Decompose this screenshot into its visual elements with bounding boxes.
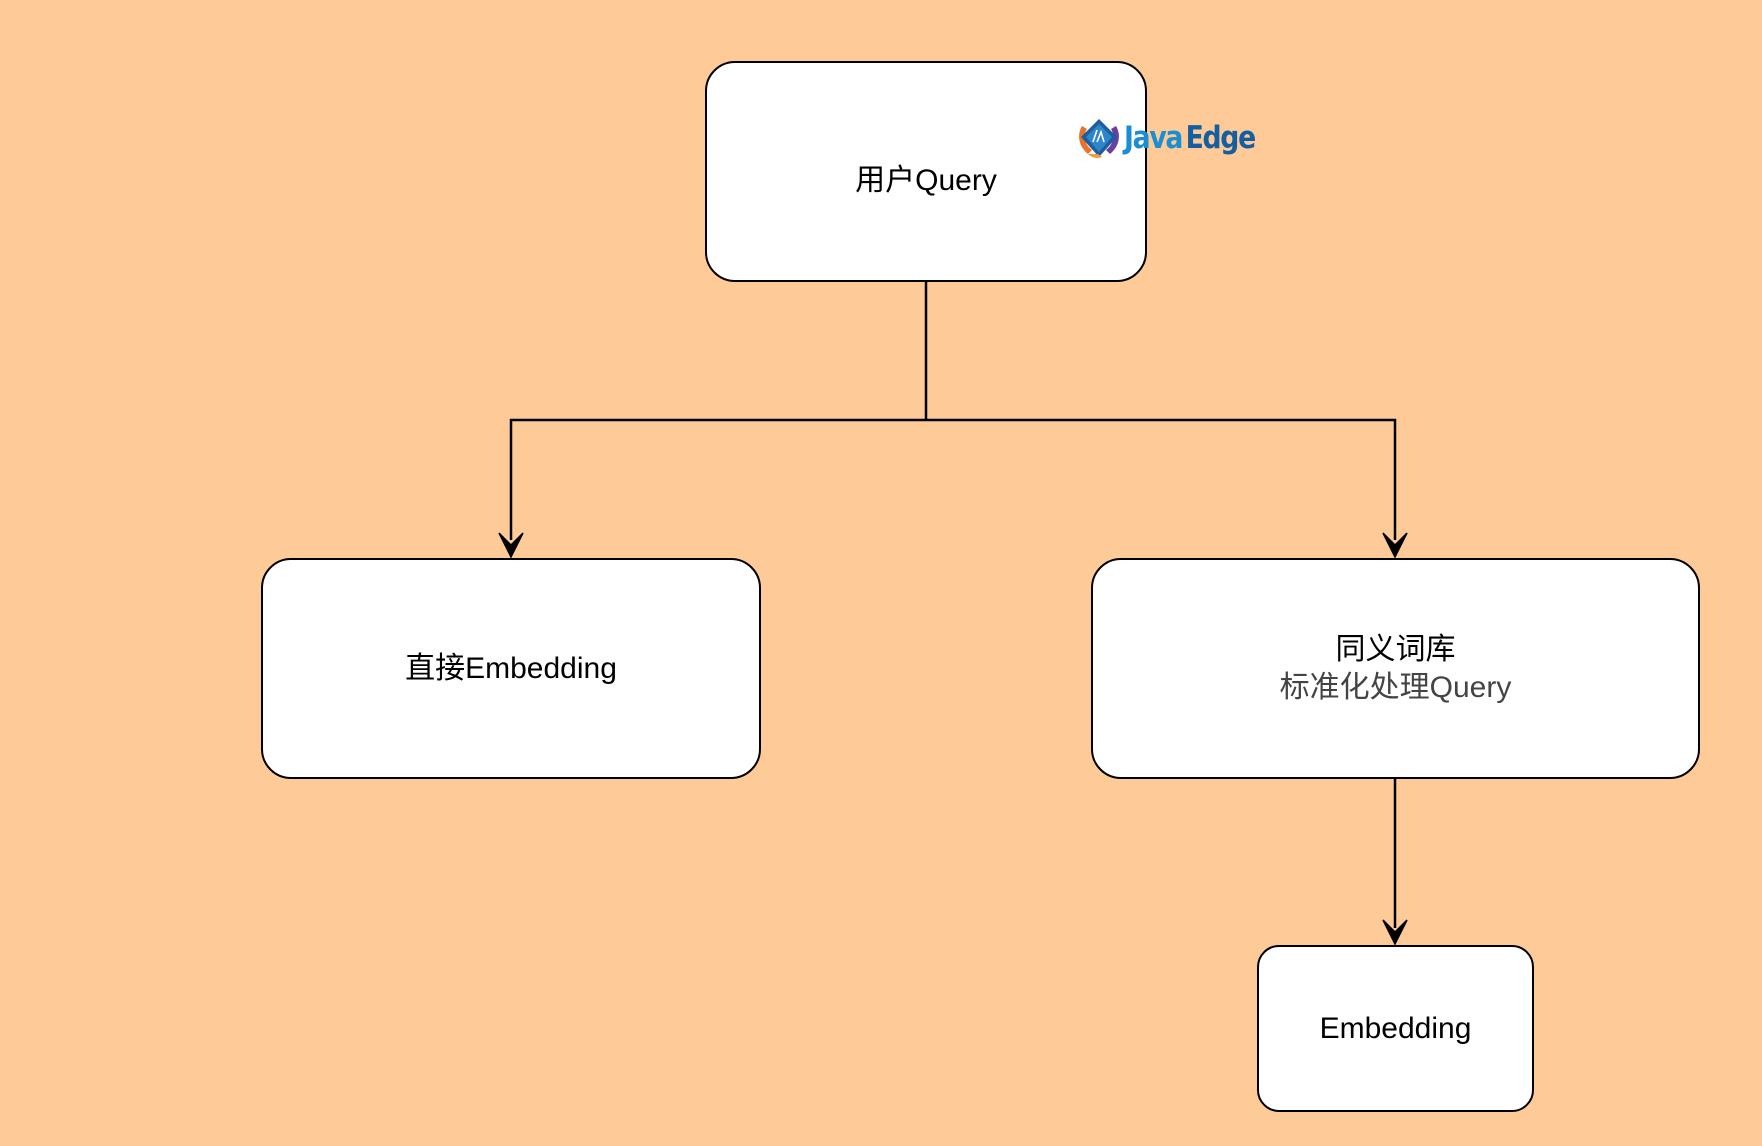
javaedge-brand-edge: Edge — [1185, 120, 1257, 156]
javaedge-logo-icon — [1079, 119, 1119, 158]
node-direct-embedding[interactable]: 直接Embedding — [261, 558, 761, 779]
node-embedding[interactable]: Embedding — [1257, 945, 1534, 1112]
node-synonym-line2: 标准化处理Query — [1279, 670, 1512, 704]
edge-query-to-direct — [509, 418, 926, 540]
node-synonym-line1: 同义词库 — [1335, 632, 1456, 666]
arrowhead-embed — [1382, 919, 1408, 946]
node-user-query-label: 用户Query — [855, 163, 997, 197]
arrowhead-direct — [498, 532, 524, 559]
node-synonym-normalize[interactable]: 同义词库 标准化处理Query — [1091, 558, 1700, 779]
javaedge-brand-java: Java — [1124, 120, 1183, 156]
arrowhead-synonym — [1382, 532, 1408, 559]
edge-query-to-synonym — [926, 418, 1397, 540]
node-embedding-label: Embedding — [1319, 1011, 1472, 1045]
node-direct-embedding-label: 直接Embedding — [405, 651, 617, 685]
node-user-query[interactable]: 用户Query — [705, 61, 1147, 282]
